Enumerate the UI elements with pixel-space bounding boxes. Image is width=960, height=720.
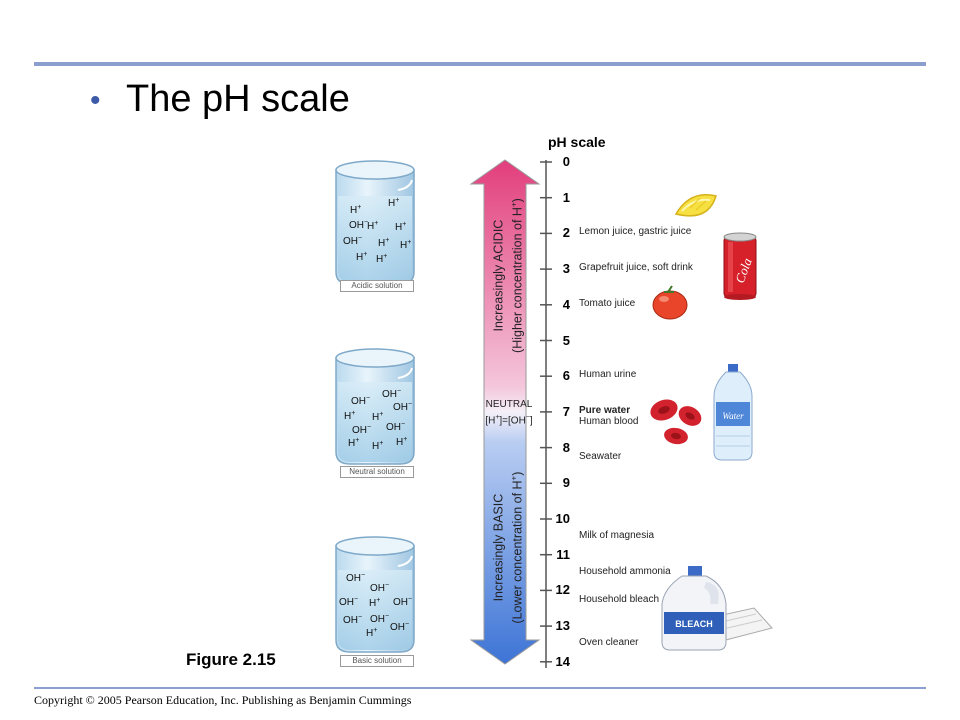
neutral-caption: Neutral solution bbox=[340, 466, 414, 478]
ph-value-12: 12 bbox=[555, 582, 570, 598]
basic-ion: OH− bbox=[343, 614, 362, 626]
acidic-caption: Acidic solution bbox=[340, 280, 414, 292]
neutral-label-h: [H bbox=[485, 415, 496, 427]
copyright-text: Copyright © 2005 Pearson Education, Inc.… bbox=[34, 693, 412, 707]
acidic-label-end: ) bbox=[510, 198, 525, 203]
neutral-ion: H+ bbox=[372, 411, 383, 423]
basic-label-text: (Lower concentration of H bbox=[510, 480, 525, 624]
neutral-ion: OH− bbox=[382, 388, 401, 400]
acidic-label-line1: Increasingly ACIDIC bbox=[491, 219, 506, 332]
ph-value-6: 6 bbox=[562, 368, 570, 384]
neutral-ion: H+ bbox=[396, 436, 407, 448]
ph-value-13: 13 bbox=[555, 618, 570, 634]
neutral-ion: H+ bbox=[372, 440, 383, 452]
neutral-label-oh: ]=[OH bbox=[499, 415, 526, 427]
ph-value-5: 5 bbox=[562, 332, 570, 348]
lemon-icon bbox=[674, 194, 717, 217]
basic-ion: OH− bbox=[339, 596, 358, 608]
top-divider bbox=[34, 62, 926, 66]
sample-label: Tomato juice bbox=[579, 297, 636, 309]
ph-value-11: 11 bbox=[556, 546, 570, 562]
ph-value-7: 7 bbox=[562, 403, 570, 419]
water-bottle-icon: Water bbox=[713, 364, 753, 461]
basic-ion: OH− bbox=[370, 613, 389, 625]
bottom-divider bbox=[34, 687, 926, 689]
sample-label: Household ammonia bbox=[579, 565, 671, 577]
neutral-label-line1: NEUTRAL bbox=[485, 399, 533, 410]
acidic-ion: H+ bbox=[367, 220, 378, 232]
acidic-label-line2: (Higher concentration of H+) bbox=[506, 196, 525, 356]
acidic-ion: H+ bbox=[400, 239, 411, 251]
basic-label-line1: Increasingly BASIC bbox=[491, 493, 506, 602]
neutral-label: NEUTRAL [H+]=[OH−] bbox=[474, 398, 544, 427]
ph-scale-title: pH scale bbox=[548, 134, 606, 150]
cola-can-icon: Cola bbox=[723, 232, 757, 300]
basic-ion: OH− bbox=[346, 572, 365, 584]
basic-ion: H+ bbox=[369, 597, 380, 609]
sample-label: Pure water bbox=[579, 404, 631, 416]
acidic-label-sup: + bbox=[509, 202, 519, 208]
neutral-ion: OH− bbox=[352, 424, 371, 436]
basic-ion: H+ bbox=[366, 627, 377, 639]
neutral-label-sup-plus: + bbox=[495, 414, 500, 421]
acidic-ion: OH− bbox=[349, 219, 368, 231]
acidic-label-text: (Higher concentration of H bbox=[510, 207, 525, 353]
neutral-ion: H+ bbox=[344, 410, 355, 422]
sample-label: Oven cleaner bbox=[579, 636, 639, 648]
sample-label: Milk of magnesia bbox=[579, 529, 655, 541]
basic-label-end: ) bbox=[510, 471, 525, 476]
acidic-label: Increasingly ACIDIC (Higher concentratio… bbox=[490, 196, 525, 356]
sample-label: Grapefruit juice, soft drink bbox=[579, 262, 693, 274]
ph-value-4: 4 bbox=[562, 296, 570, 312]
neutral-label-line2: [H+]=[OH−] bbox=[474, 411, 544, 427]
basic-caption: Basic solution bbox=[340, 655, 414, 667]
ph-gradient-arrow bbox=[469, 159, 541, 665]
ph-value-2: 2 bbox=[562, 225, 570, 241]
bleach-label: BLEACH bbox=[675, 619, 713, 629]
acidic-ion: H+ bbox=[378, 237, 389, 249]
neutral-ion: OH− bbox=[386, 421, 405, 433]
basic-label: Increasingly BASIC (Lower concentration … bbox=[490, 468, 525, 628]
ph-value-9: 9 bbox=[562, 475, 570, 491]
ph-value-3: 3 bbox=[562, 261, 570, 277]
sample-label: Lemon juice, gastric juice bbox=[579, 226, 692, 238]
basic-label-sup: + bbox=[509, 475, 519, 481]
blood-cells-icon bbox=[650, 399, 702, 445]
neutral-label-end: ] bbox=[529, 415, 533, 427]
figure-label: Figure 2.15 bbox=[186, 650, 276, 669]
title-bullet: • bbox=[90, 84, 101, 117]
neutral-ion: OH− bbox=[351, 395, 370, 407]
neutral-ion: H+ bbox=[348, 437, 359, 449]
ph-value-14: 14 bbox=[555, 653, 570, 669]
acidic-ion: H+ bbox=[376, 253, 387, 265]
ph-value-8: 8 bbox=[562, 439, 570, 455]
basic-beaker bbox=[335, 536, 415, 653]
neutral-ion: OH− bbox=[393, 401, 412, 413]
ph-value-1: 1 bbox=[562, 189, 570, 205]
neutral-beaker bbox=[335, 348, 415, 465]
tomato-icon bbox=[652, 285, 688, 320]
bleach-bottle-icon: BLEACH bbox=[661, 566, 727, 651]
basic-label-line2: (Lower concentration of H+) bbox=[506, 468, 525, 628]
acidic-ion: H+ bbox=[388, 197, 399, 209]
basic-ion: OH− bbox=[393, 596, 412, 608]
acidic-beaker bbox=[335, 160, 415, 285]
acidic-ion: H+ bbox=[350, 204, 361, 216]
acidic-ion: H+ bbox=[356, 251, 367, 263]
sample-label: Household bleach bbox=[579, 594, 660, 606]
water-label: Water bbox=[722, 411, 744, 421]
ph-value-10: 10 bbox=[555, 511, 570, 526]
acidic-ion: OH− bbox=[343, 235, 362, 247]
acidic-ion: H+ bbox=[395, 221, 406, 233]
sample-label: Human blood bbox=[579, 415, 639, 427]
neutral-label-sup-minus: − bbox=[525, 414, 530, 421]
basic-ion: OH− bbox=[390, 621, 409, 633]
slide-title: The pH scale bbox=[126, 78, 350, 120]
sample-label: Seawater bbox=[579, 451, 622, 463]
ph-value-0: 0 bbox=[562, 154, 570, 169]
basic-ion: OH− bbox=[370, 582, 389, 594]
sample-label: Human urine bbox=[579, 369, 637, 381]
